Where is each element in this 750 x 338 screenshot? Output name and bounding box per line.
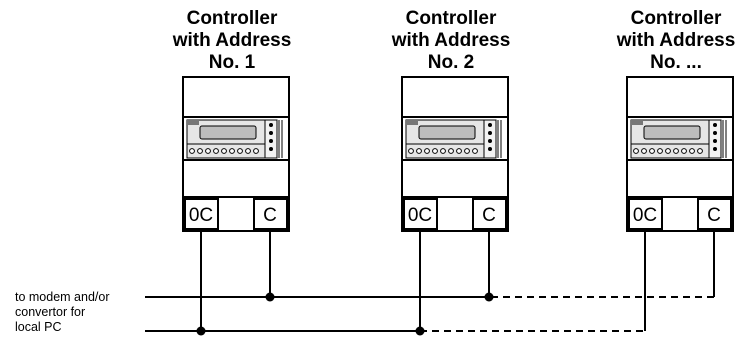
controller-unit-1: Controller with Address No. 1 <box>172 8 292 232</box>
terminal-label-right: C <box>263 205 277 226</box>
terminal-label-left: 0C <box>189 205 213 226</box>
bus-wiring <box>145 229 715 332</box>
terminal-label-left: 0C <box>408 205 432 226</box>
bus-label-line1: to modem and/or <box>15 290 110 304</box>
controller-title-line3: No. ... <box>650 52 702 73</box>
junction-dots <box>196 292 494 336</box>
display-panel <box>405 119 502 159</box>
bus-label-line3: local PC <box>15 320 62 334</box>
controller-title-line2: with Address <box>172 30 292 51</box>
terminal-label-right: C <box>707 205 721 226</box>
bus-label-line2: convertor for <box>15 305 85 319</box>
controller-title-line1: Controller <box>406 8 497 29</box>
junction-dot <box>265 292 275 302</box>
junction-dot <box>484 292 494 302</box>
terminal-block-right <box>697 198 732 230</box>
controller-title-line1: Controller <box>631 8 722 29</box>
controller-title-line2: with Address <box>391 30 511 51</box>
controller-unit-2: Controller with Address No. 2 <box>391 8 511 232</box>
terminal-label-left: 0C <box>633 205 657 226</box>
controller-title-line3: No. 2 <box>428 52 474 73</box>
controller-title-line3: No. 1 <box>209 52 256 73</box>
terminal-label-right: C <box>482 205 496 226</box>
junction-dot <box>196 326 206 336</box>
terminal-block-left <box>403 198 438 230</box>
controller-unit-3: Controller with Address No. ... <box>616 8 736 232</box>
controller-title-line1: Controller <box>187 8 278 29</box>
terminal-block-right <box>472 198 507 230</box>
junction-dot <box>415 326 425 336</box>
display-panel <box>186 119 283 159</box>
controller-title-line2: with Address <box>616 30 736 51</box>
display-panel <box>630 119 727 159</box>
